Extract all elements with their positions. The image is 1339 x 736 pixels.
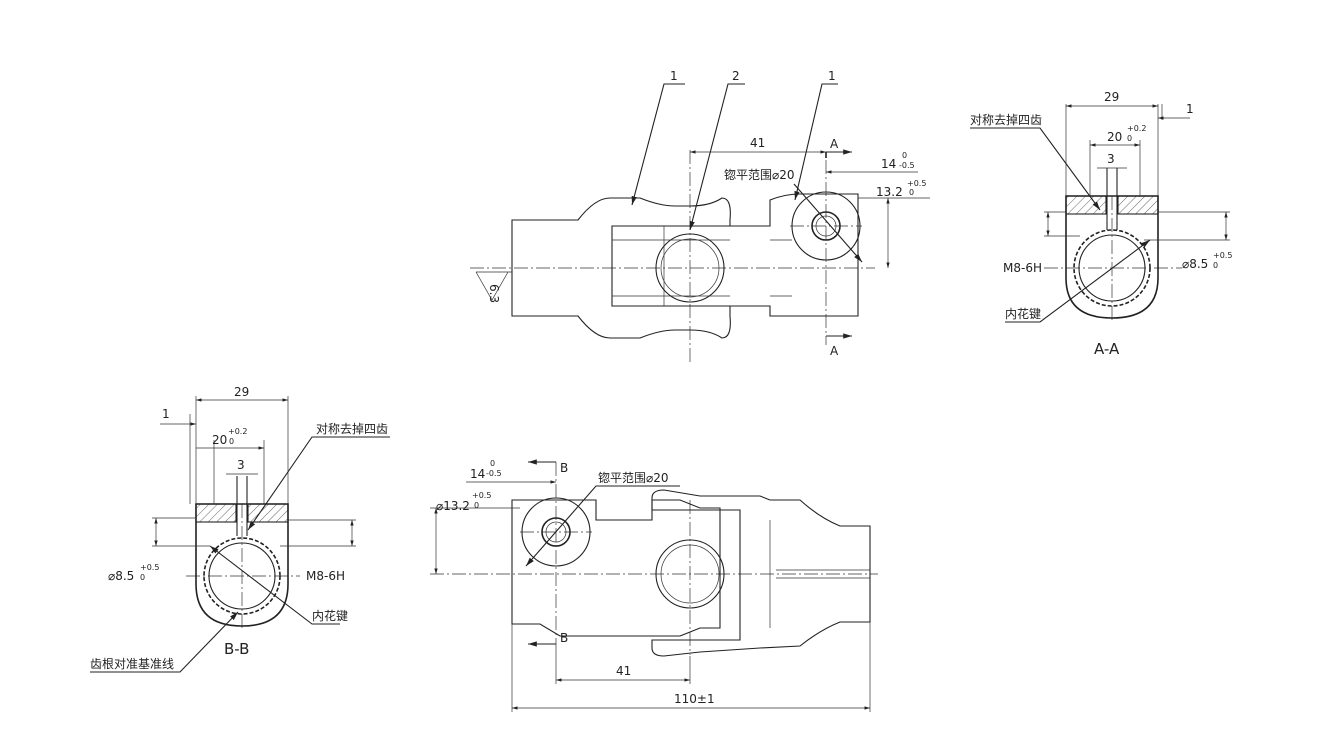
svg-text:-0.5: -0.5 xyxy=(486,469,502,478)
bb-dia-8-5: ⌀8.5 xyxy=(108,569,134,583)
bb-dim-20: 20 xyxy=(212,433,227,447)
bottom-dim-overall: 110±1 xyxy=(674,692,715,706)
svg-text:0: 0 xyxy=(140,573,145,582)
svg-text:0: 0 xyxy=(474,501,479,510)
svg-text:+0.2: +0.2 xyxy=(1127,124,1146,133)
top-dim-14: 14 xyxy=(881,157,896,171)
aa-dim-3: 3 xyxy=(1107,152,1115,166)
section-b-bottom: B xyxy=(560,631,568,645)
aa-dia-8-5: ⌀8.5 xyxy=(1182,257,1208,271)
bb-dim-3: 3 xyxy=(237,458,245,472)
section-a-a: 29 1 20 +0.2 0 3 对称去掉四齿 M8-6H ⌀8.5 +0.5 … xyxy=(970,90,1232,358)
aa-dim-1: 1 xyxy=(1186,102,1194,116)
aa-caption: A-A xyxy=(1094,340,1120,358)
top-left-yoke xyxy=(511,197,731,339)
aa-dim-20: 20 xyxy=(1107,130,1122,144)
svg-text:0: 0 xyxy=(229,437,234,446)
section-a-top: A xyxy=(830,137,839,151)
svg-text:+0.5: +0.5 xyxy=(1213,251,1232,260)
part-number-2: 2 xyxy=(732,69,740,83)
section-b-b: 29 1 20 +0.2 0 3 对称去掉四齿 ⌀8.5 +0.5 0 M8-6… xyxy=(90,385,390,673)
bb-dim-1: 1 xyxy=(162,407,170,421)
part-number-1-left: 1 xyxy=(670,69,678,83)
top-cross-inner xyxy=(660,238,720,298)
surface-finish-value: 6.3 xyxy=(487,284,501,303)
aa-spline xyxy=(1073,229,1151,307)
svg-text:0: 0 xyxy=(490,459,495,468)
bb-thread: M8-6H xyxy=(306,569,345,583)
bb-spline-label: 内花键 xyxy=(312,608,348,623)
bottom-left-yoke xyxy=(511,499,721,637)
bottom-spotface-note: 锪平范围⌀20 xyxy=(598,470,669,485)
aa-note-remove-teeth: 对称去掉四齿 xyxy=(970,113,1042,127)
top-right-yoke xyxy=(730,193,859,317)
svg-text:0: 0 xyxy=(1127,134,1132,143)
svg-text:+0.2: +0.2 xyxy=(228,427,247,436)
bb-dim-29: 29 xyxy=(234,385,249,399)
bottom-right-yoke xyxy=(651,489,871,657)
bottom-dim-14: 14 xyxy=(470,467,485,481)
svg-text:+0.5: +0.5 xyxy=(140,563,159,572)
bb-root-note: 齿根对准基准线 xyxy=(90,657,174,671)
svg-text:0: 0 xyxy=(909,188,914,197)
svg-text:0: 0 xyxy=(1213,261,1218,270)
top-view: 1 2 1 41 A A 14 0 -0.5 13.2 +0.5 0 锪平范围⌀… xyxy=(470,69,930,365)
top-cross-bore xyxy=(655,233,725,303)
top-dim-41: 41 xyxy=(750,136,765,150)
aa-outer-profile xyxy=(1065,195,1159,319)
bottom-dim-13-2: ⌀13.2 xyxy=(436,499,470,513)
aa-dim-29: 29 xyxy=(1104,90,1119,104)
bottom-view: B B 14 0 -0.5 ⌀13.2 +0.5 0 锪平范围⌀20 41 11… xyxy=(430,459,878,712)
svg-text:+0.5: +0.5 xyxy=(907,179,926,188)
surface-finish-symbol xyxy=(475,271,509,301)
top-dim-13-2: 13.2 xyxy=(876,185,903,199)
section-b-top: B xyxy=(560,461,568,475)
bottom-cross-bore xyxy=(655,539,725,609)
bb-caption: B-B xyxy=(224,640,249,658)
bb-note-remove-teeth: 对称去掉四齿 xyxy=(316,422,388,436)
bottom-cross-inner xyxy=(660,544,720,604)
section-a-bottom: A xyxy=(830,344,839,358)
svg-text:+0.5: +0.5 xyxy=(472,491,491,500)
aa-thread: M8-6H xyxy=(1003,261,1042,275)
part-number-1-right: 1 xyxy=(828,69,836,83)
bb-spline xyxy=(203,537,281,615)
aa-spline-label: 内花键 xyxy=(1005,306,1041,321)
svg-text:0: 0 xyxy=(902,151,907,160)
bb-outer-profile xyxy=(195,503,289,627)
bottom-dim-41: 41 xyxy=(616,664,631,678)
top-spotface-leader xyxy=(793,183,863,263)
svg-text:-0.5: -0.5 xyxy=(899,161,915,170)
top-spotface-note: 锪平范围⌀20 xyxy=(724,167,795,182)
